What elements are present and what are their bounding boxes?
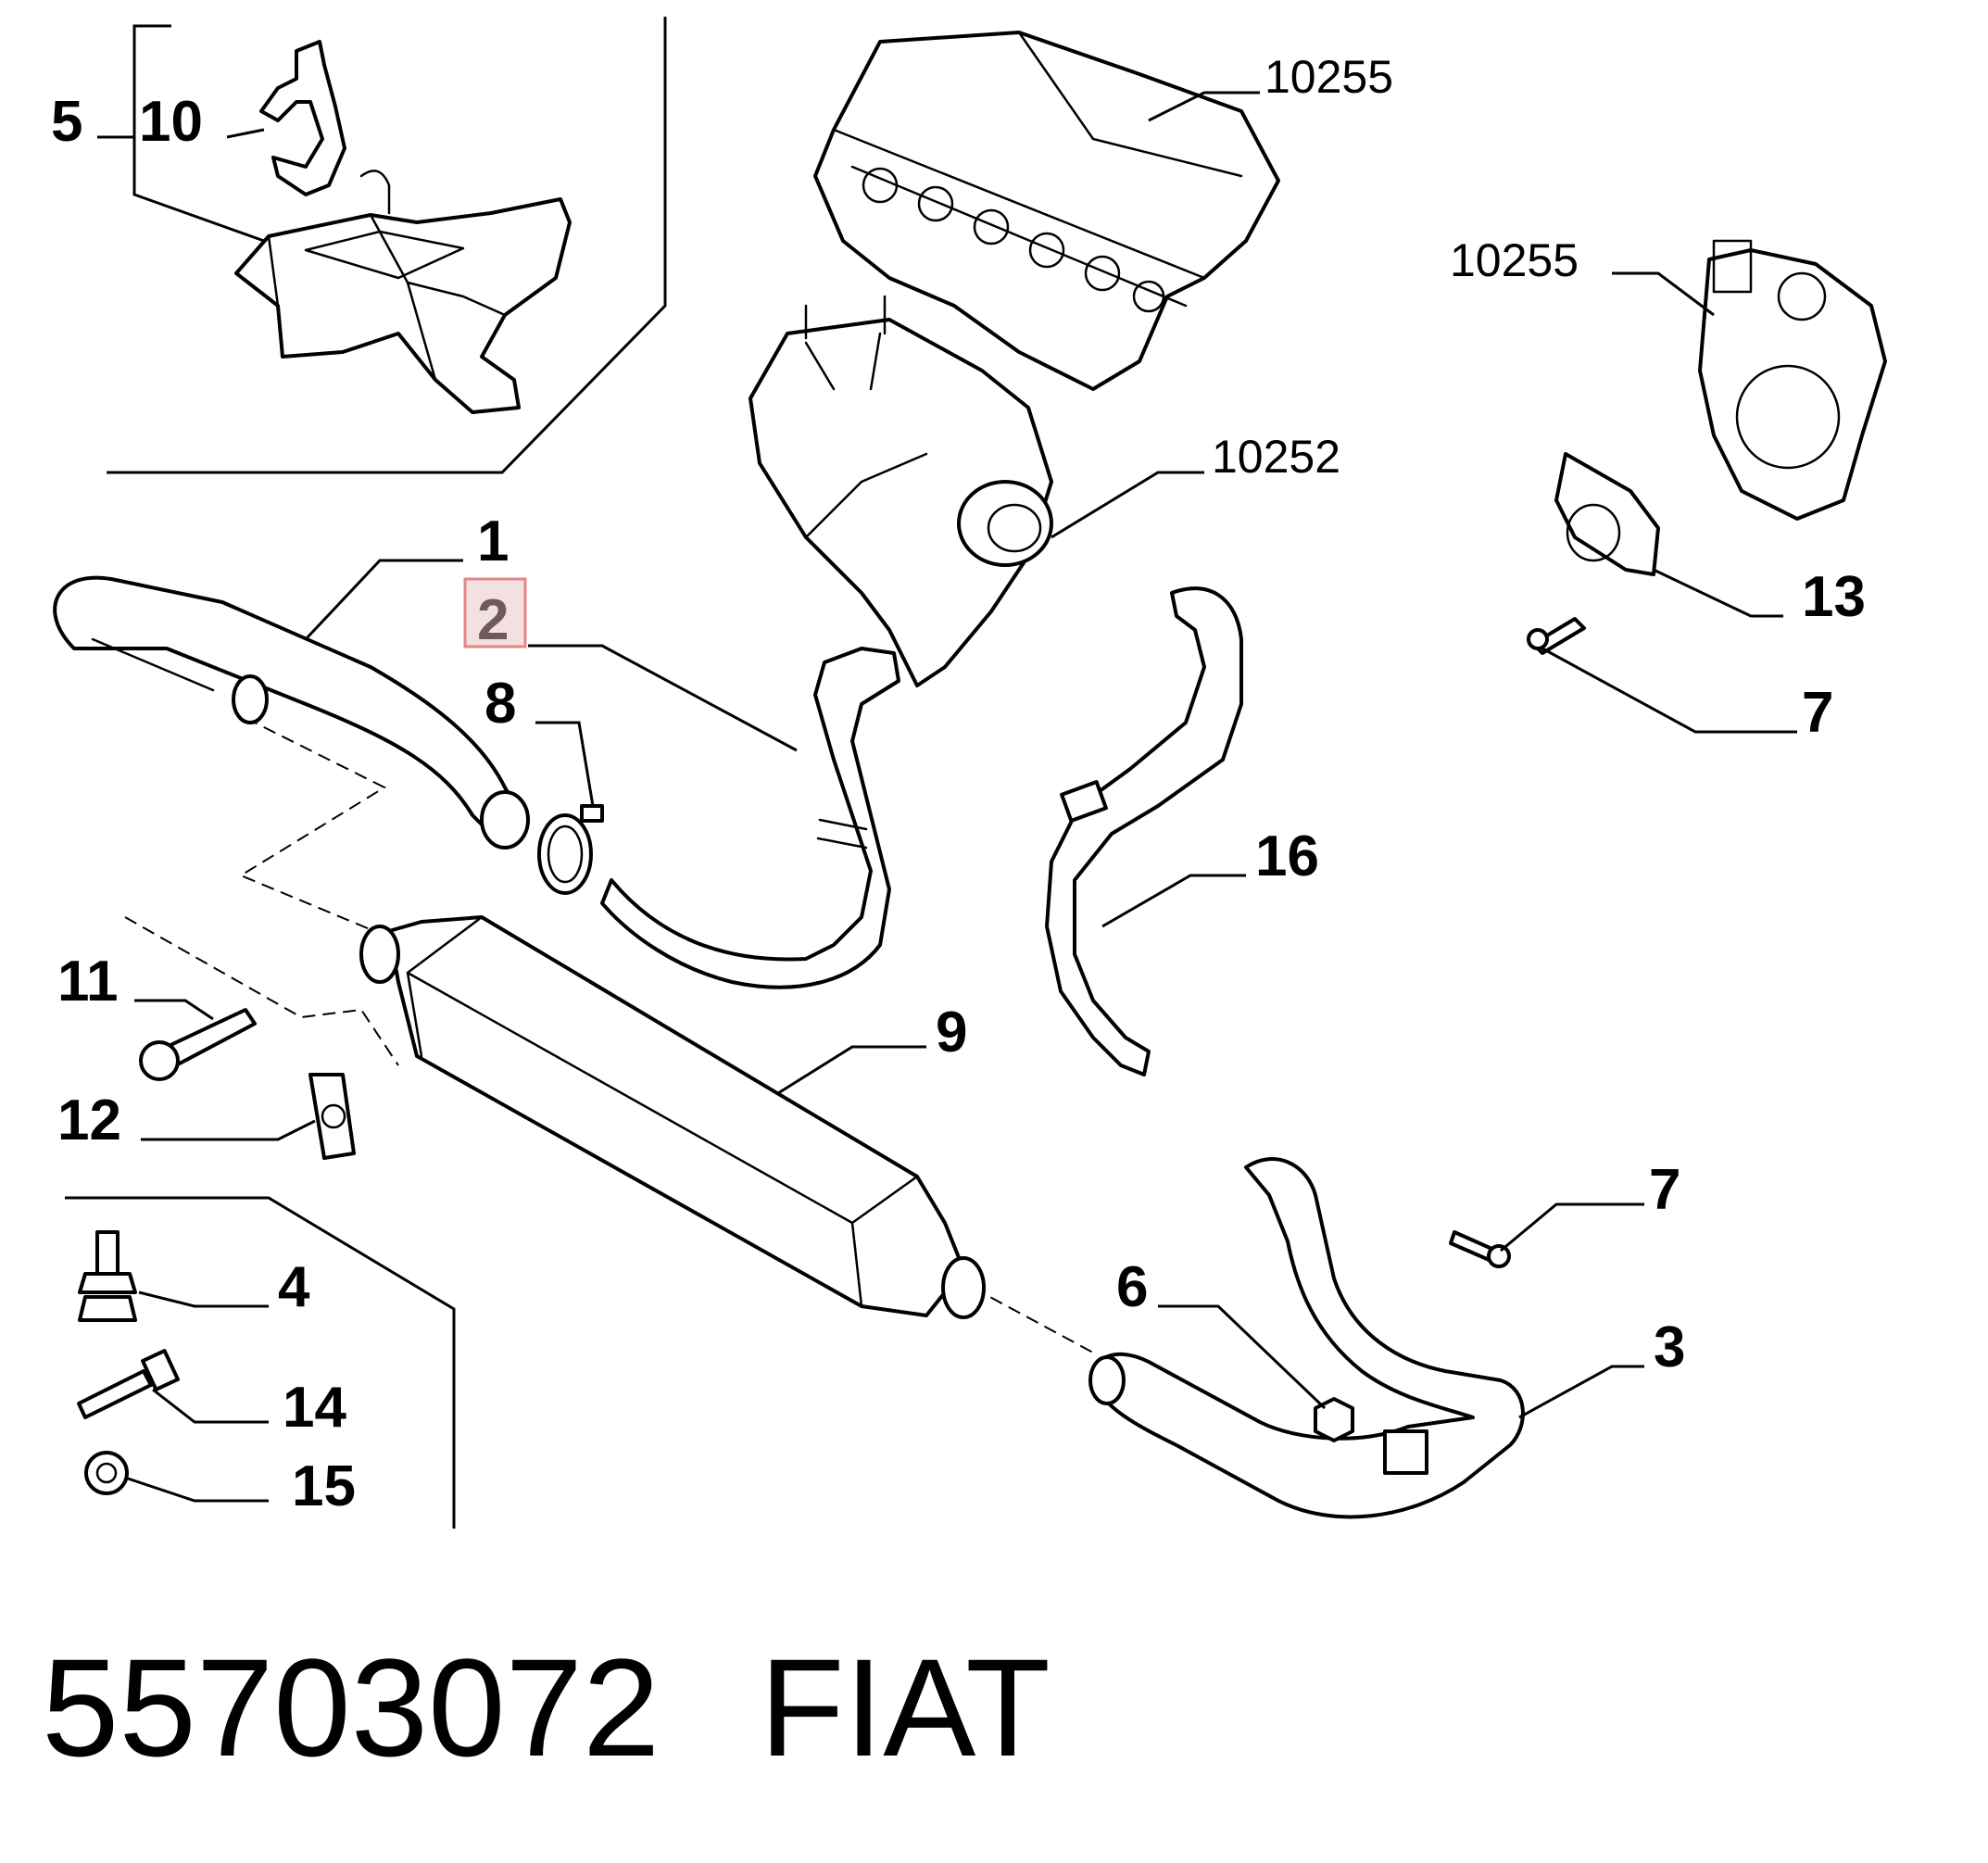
part-10255-intake-manifold [813, 31, 1280, 391]
callout-5: 5 [51, 90, 82, 154]
frame-inset-top-left [97, 17, 667, 474]
callout-2: 2 [477, 588, 509, 652]
callout-14: 14 [283, 1376, 346, 1440]
part-10255-throttle-body [1698, 239, 1887, 521]
callout-16: 16 [1255, 825, 1319, 888]
part-8-clamp [537, 804, 604, 895]
callout-10255-manifold: 10255 [1265, 51, 1393, 103]
callout-3: 3 [1654, 1315, 1685, 1379]
part-4-stud [78, 1230, 137, 1322]
callout-9: 9 [936, 1001, 967, 1064]
callout-1: 1 [477, 510, 509, 573]
part-7-screw-upper [1527, 617, 1586, 655]
frame-fasteners-left [65, 1196, 456, 1529]
leader-lines [124, 91, 1797, 1503]
callout-13: 13 [1802, 565, 1866, 629]
part-14-bolt [77, 1349, 180, 1419]
part-10252-turbocharger [749, 295, 1053, 687]
callout-7-lower: 7 [1649, 1158, 1680, 1222]
callout-11: 11 [57, 950, 119, 1013]
part-16-hose [1045, 586, 1243, 1076]
callout-15: 15 [292, 1454, 356, 1518]
callout-7-upper: 7 [1802, 681, 1833, 745]
part-7-screw-lower [1449, 1230, 1511, 1268]
footer-brand: FIAT [760, 1630, 1051, 1785]
callout-10252: 10252 [1212, 431, 1340, 483]
callout-6: 6 [1116, 1255, 1148, 1319]
part-1-hose [53, 575, 530, 850]
part-13-flange [1554, 452, 1660, 576]
callout-4: 4 [278, 1255, 310, 1319]
part-10-clip [259, 40, 346, 196]
part-15-nut [84, 1451, 129, 1495]
part-2-hose [600, 647, 900, 989]
callout-8: 8 [484, 672, 516, 736]
callout-10255-throttle: 10255 [1450, 234, 1579, 286]
part-3-hose [1088, 1157, 1525, 1519]
frame-dashed-axis [124, 717, 1094, 1353]
callout-12: 12 [57, 1089, 121, 1152]
callout-10: 10 [139, 90, 203, 154]
part-12-clip [308, 1073, 356, 1160]
part-6-nut [1314, 1397, 1354, 1442]
part-9-intercooler [359, 915, 986, 1319]
highlight-callout-2: 2 [463, 577, 527, 652]
footer-part-number: 55703072 [42, 1630, 660, 1785]
part-11-bolt [139, 1008, 257, 1081]
part-5-bracket [234, 170, 572, 414]
